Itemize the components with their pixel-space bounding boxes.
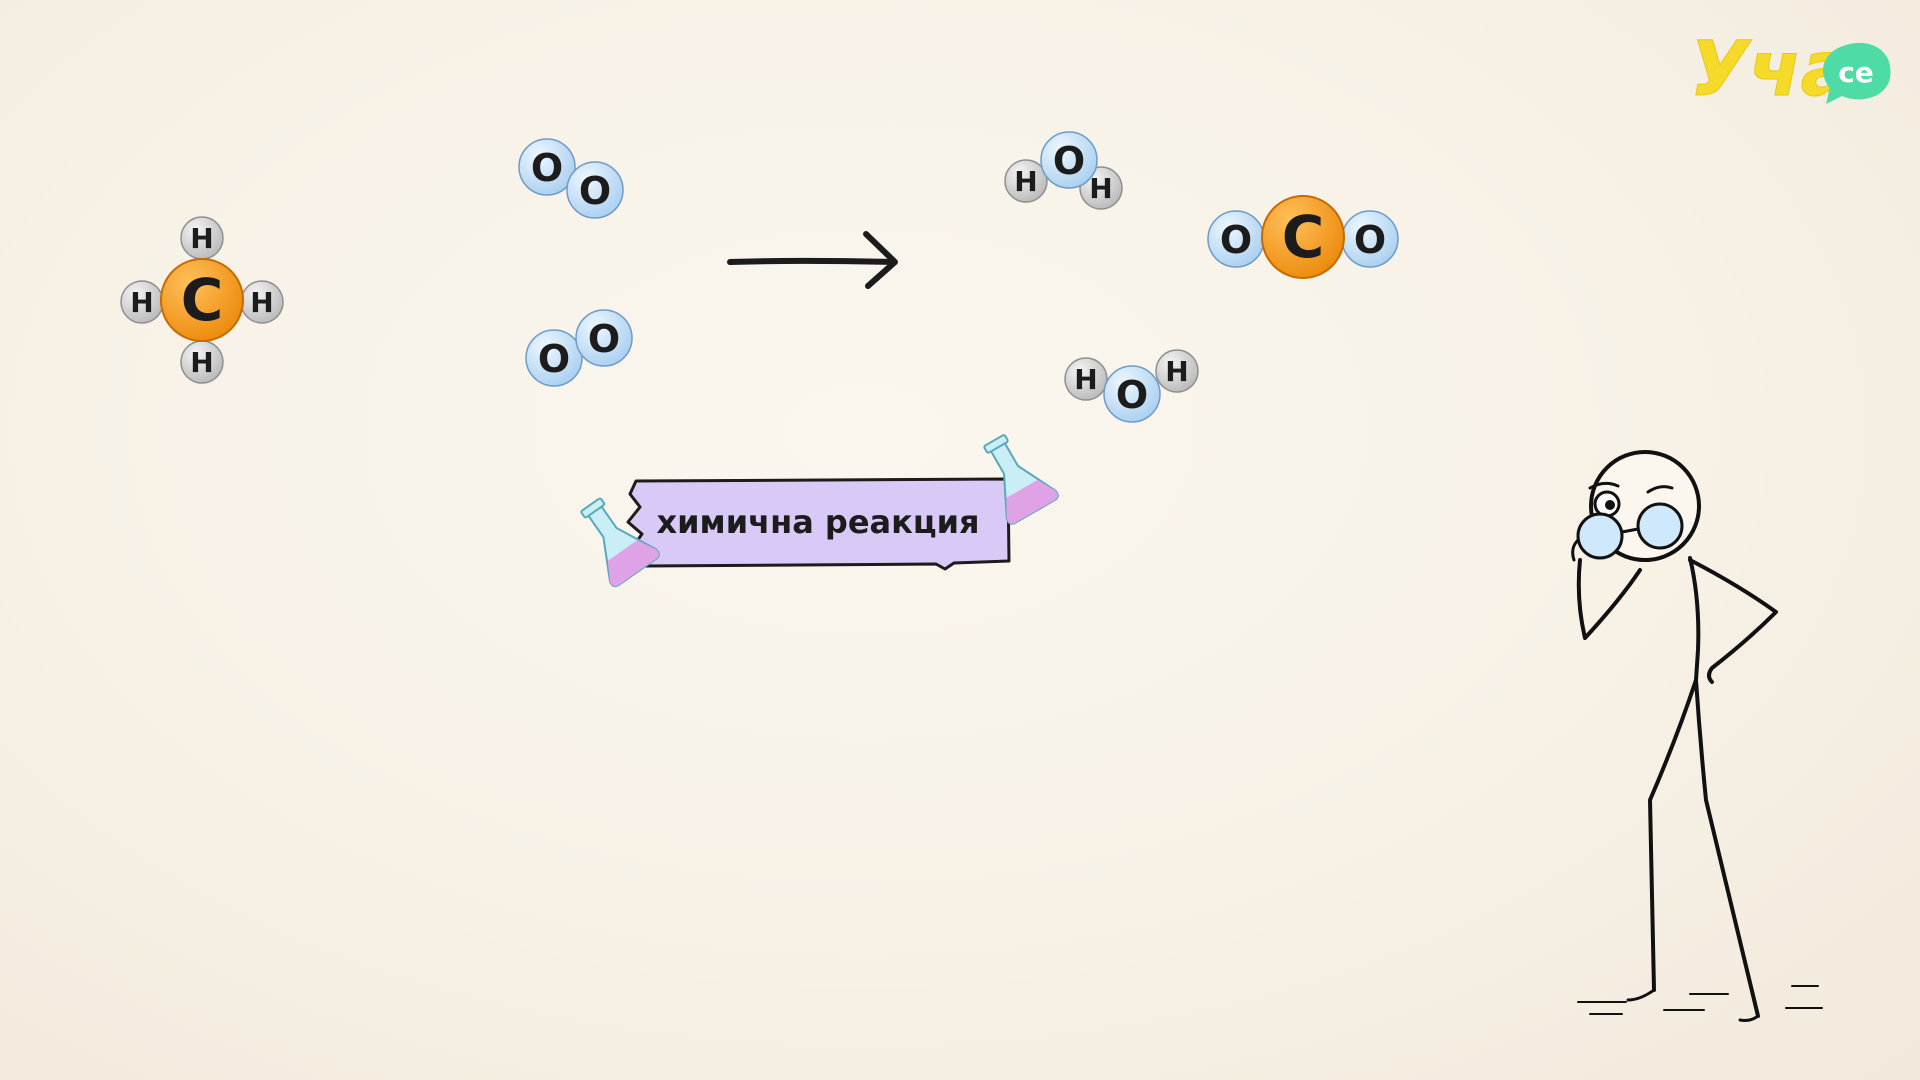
oxygen-atom: O xyxy=(575,309,633,367)
svg-text:H: H xyxy=(1014,165,1037,198)
svg-text:O: O xyxy=(588,317,620,361)
hydrogen-atom: H xyxy=(1155,349,1199,393)
svg-text:C: C xyxy=(1282,203,1325,271)
oxygen-molecule: O O xyxy=(525,309,633,387)
svg-text:O: O xyxy=(1354,218,1386,262)
water-molecule: H H O xyxy=(1064,349,1199,423)
logo-suffix: се xyxy=(1838,56,1874,89)
scientist-character xyxy=(1571,450,1823,1022)
carbon-dioxide-molecule: O O C xyxy=(1207,195,1399,279)
water-molecule: H H O xyxy=(1004,131,1123,210)
oxygen-atom: O xyxy=(525,329,583,387)
svg-text:H: H xyxy=(190,346,213,379)
svg-text:H: H xyxy=(190,222,213,255)
svg-text:O: O xyxy=(538,337,570,381)
logo: Уча се xyxy=(1690,24,1891,114)
hydrogen-atom: H xyxy=(240,280,284,324)
hydrogen-atom: H xyxy=(1064,357,1108,401)
methane-molecule: H H H H C xyxy=(120,216,284,384)
svg-text:O: O xyxy=(1053,139,1085,183)
svg-text:H: H xyxy=(250,286,273,319)
svg-text:C: C xyxy=(181,266,224,334)
flask-icon xyxy=(983,434,1059,525)
hydrogen-atom: H xyxy=(1004,159,1048,203)
oxygen-atom: O xyxy=(1103,365,1161,423)
reaction-arrow-icon xyxy=(727,231,898,289)
carbon-atom: C xyxy=(1261,195,1345,279)
svg-text:H: H xyxy=(1165,355,1188,388)
hydrogen-atom: H xyxy=(180,340,224,384)
oxygen-atom: O xyxy=(566,161,624,219)
svg-text:O: O xyxy=(1220,218,1252,262)
svg-text:H: H xyxy=(1089,172,1112,205)
oxygen-atom: O xyxy=(1341,210,1399,268)
oxygen-molecule: O O xyxy=(518,138,624,219)
carbon-atom: C xyxy=(160,258,244,342)
svg-text:O: O xyxy=(531,146,563,190)
hydrogen-atom: H xyxy=(180,216,224,260)
hydrogen-atom: H xyxy=(120,280,164,324)
banner-label: химична реакция xyxy=(656,503,979,541)
oxygen-atom: O xyxy=(518,138,576,196)
svg-text:O: O xyxy=(579,169,611,213)
svg-text:H: H xyxy=(1074,363,1097,396)
oxygen-atom: O xyxy=(1040,131,1098,189)
flask-icon xyxy=(580,497,660,588)
chemical-reaction-banner: химична реакция xyxy=(580,434,1059,588)
logo-badge-icon xyxy=(1823,42,1891,104)
svg-text:H: H xyxy=(130,286,153,319)
svg-text:O: O xyxy=(1116,373,1148,417)
oxygen-atom: O xyxy=(1207,210,1265,268)
glasses xyxy=(1571,502,1684,562)
